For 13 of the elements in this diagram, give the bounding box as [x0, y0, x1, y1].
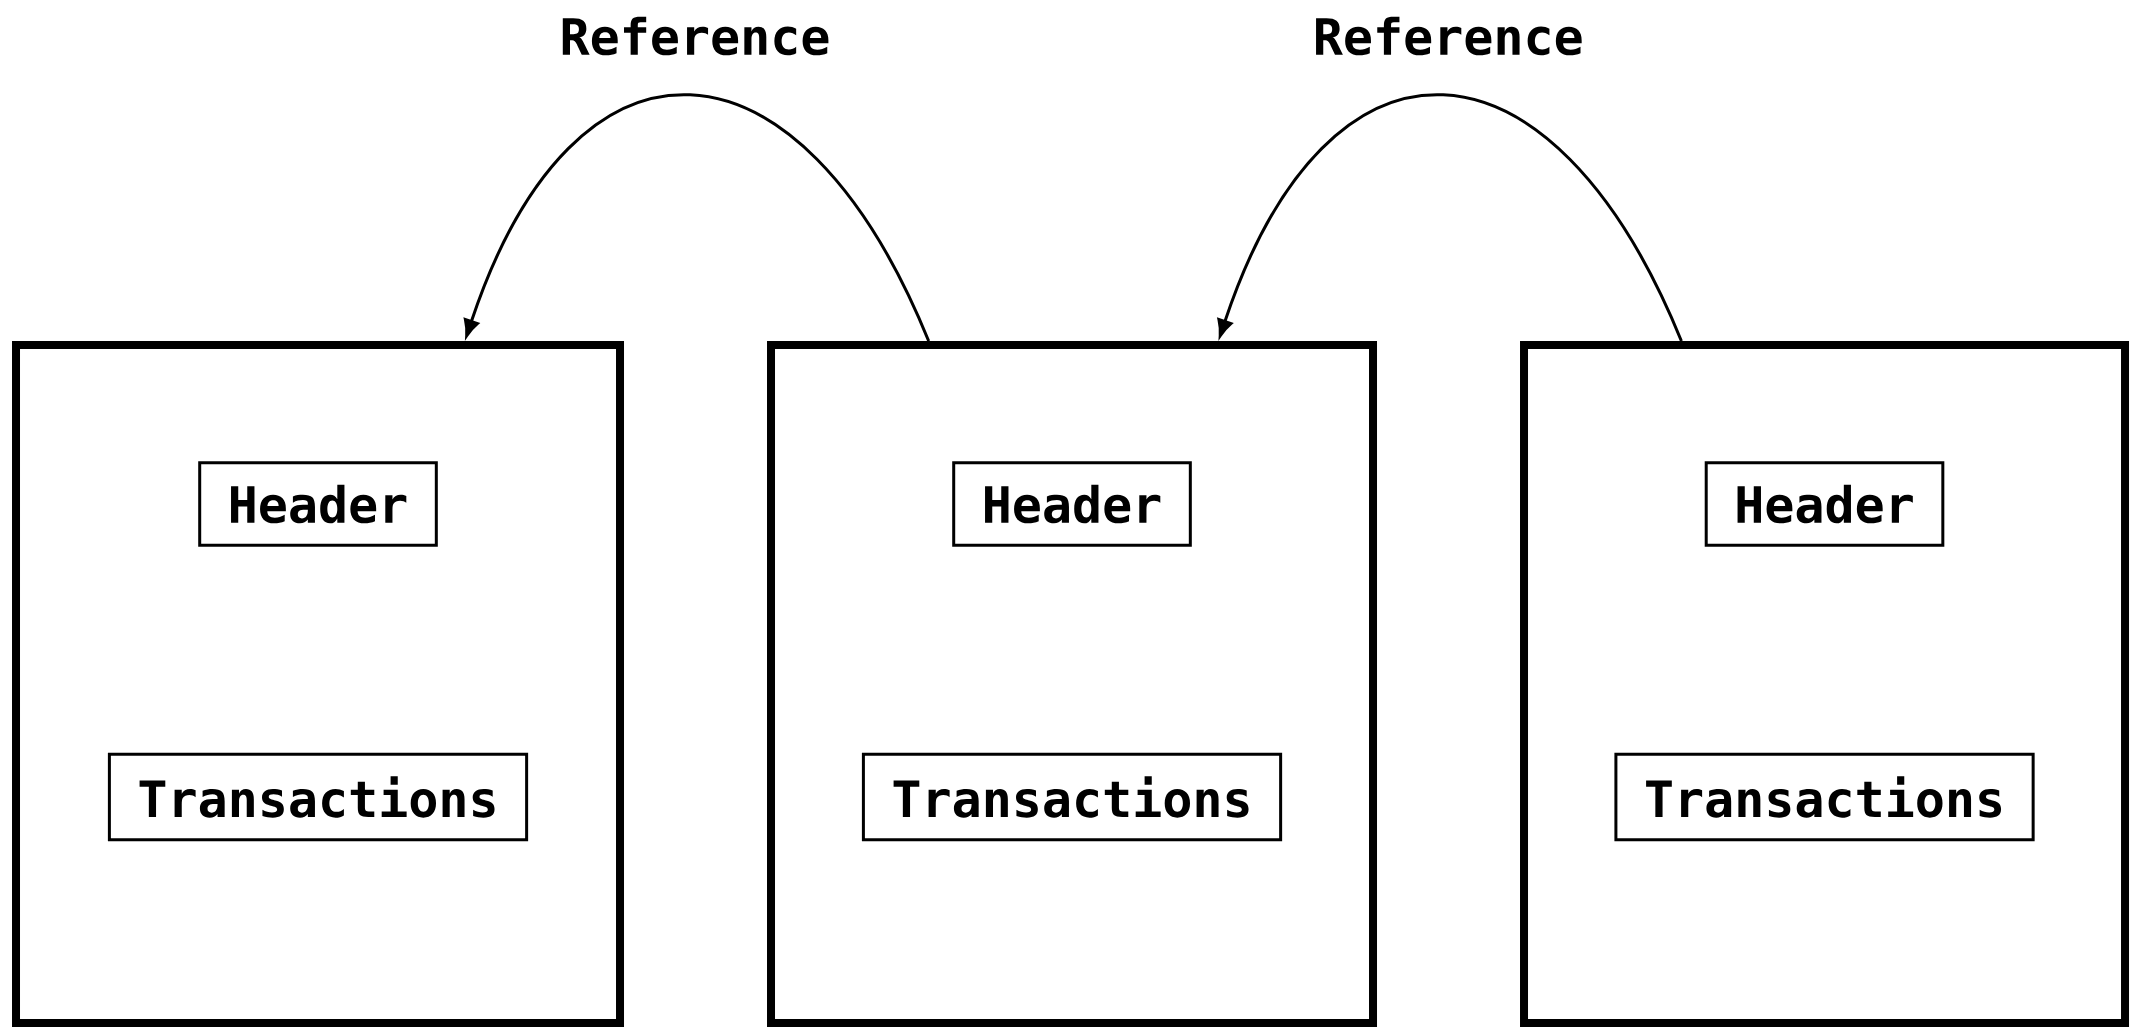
edge-label: Reference	[557, 14, 833, 58]
label-box: Header	[1704, 461, 1945, 547]
curved-arrow	[1217, 93, 1683, 342]
label-box: Transactions	[1614, 752, 2035, 842]
label-box: Header	[198, 461, 438, 547]
block-box	[12, 341, 624, 1027]
curved-arrow	[463, 93, 930, 342]
label-box: Transactions	[107, 752, 529, 842]
edge-label: Reference	[1310, 14, 1586, 58]
label-box: Transactions	[861, 752, 1283, 842]
label-box: Header	[952, 461, 1192, 547]
block-box	[767, 341, 1377, 1027]
block-box	[1520, 341, 2130, 1027]
